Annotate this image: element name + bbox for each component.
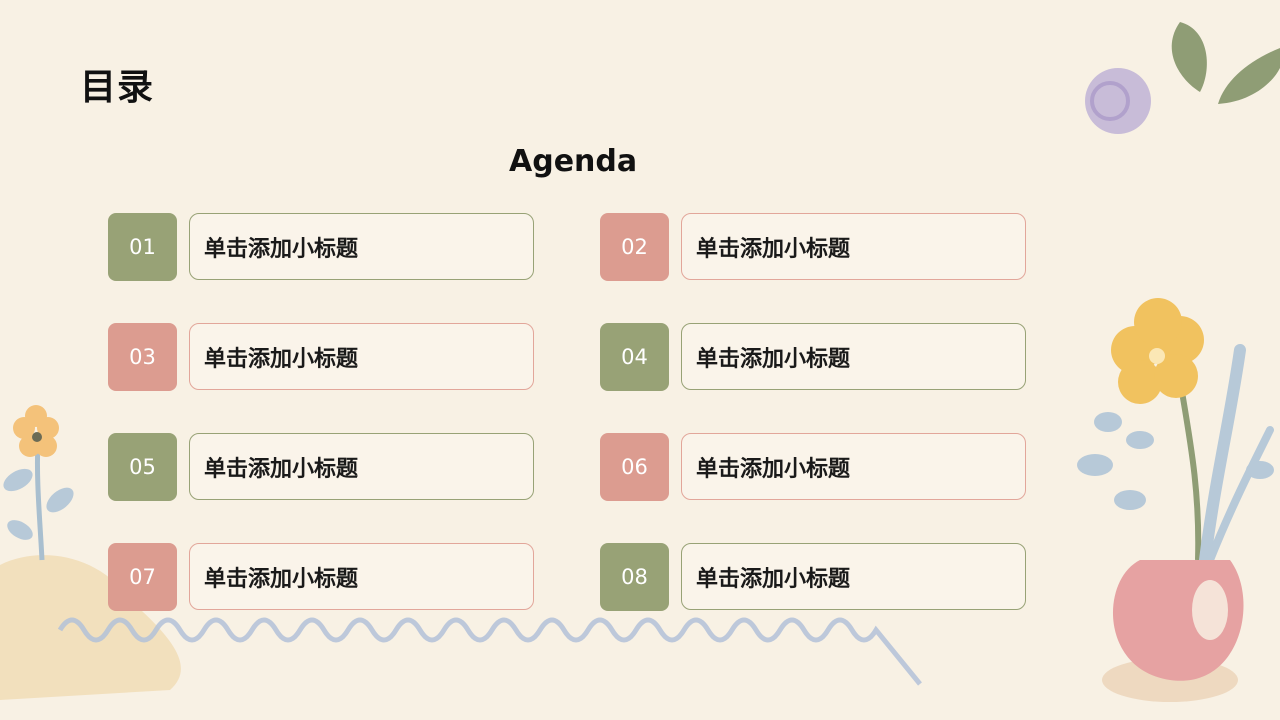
item-number: 04 [600, 323, 669, 391]
item-label[interactable]: 单击添加小标题 [681, 433, 1026, 500]
item-label[interactable]: 单击添加小标题 [681, 323, 1026, 390]
agenda-item-05[interactable]: 05 单击添加小标题 [108, 433, 536, 501]
item-label[interactable]: 单击添加小标题 [189, 543, 534, 610]
item-label[interactable]: 单击添加小标题 [189, 213, 534, 280]
agenda-item-02[interactable]: 02 单击添加小标题 [600, 213, 1028, 281]
bottom-left-flower [3, 405, 74, 561]
agenda-item-07[interactable]: 07 单击添加小标题 [108, 543, 536, 611]
item-number: 07 [108, 543, 177, 611]
agenda-item-06[interactable]: 06 单击添加小标题 [600, 433, 1028, 501]
agenda-item-01[interactable]: 01 单击添加小标题 [108, 213, 536, 281]
item-number: 03 [108, 323, 177, 391]
green-leaf-2 [1218, 48, 1280, 104]
item-number: 05 [108, 433, 177, 501]
purple-berry [1085, 68, 1151, 134]
agenda-item-03[interactable]: 03 单击添加小标题 [108, 323, 536, 391]
wavy-line [57, 617, 922, 686]
item-label[interactable]: 单击添加小标题 [681, 543, 1026, 610]
agenda-item-04[interactable]: 04 单击添加小标题 [600, 323, 1028, 391]
agenda-item-08[interactable]: 08 单击添加小标题 [600, 543, 1028, 611]
item-label[interactable]: 单击添加小标题 [189, 323, 534, 390]
page-title: 目录 [80, 67, 155, 108]
potted-plant [1077, 298, 1274, 702]
item-number: 02 [600, 213, 669, 281]
agenda-subtitle: Agenda [509, 144, 638, 179]
green-leaf-1 [1171, 22, 1207, 92]
item-number: 08 [600, 543, 669, 611]
item-label[interactable]: 单击添加小标题 [681, 213, 1026, 280]
item-number: 01 [108, 213, 177, 281]
item-number: 06 [600, 433, 669, 501]
item-label[interactable]: 单击添加小标题 [189, 433, 534, 500]
